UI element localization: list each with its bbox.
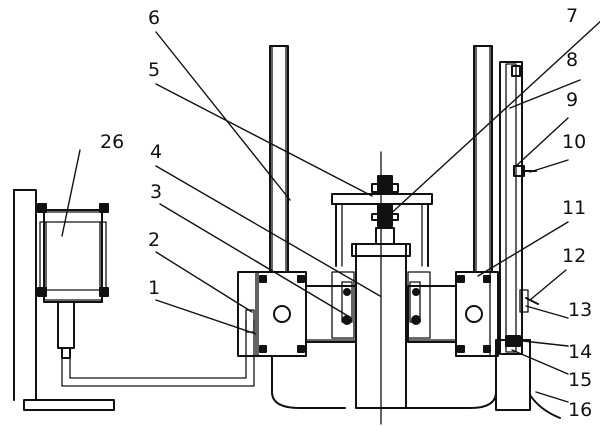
callout-14: 14 [568, 341, 592, 363]
callout-1: 1 [148, 277, 160, 299]
part-8-scale-post [499, 61, 523, 355]
callout-11: 11 [562, 197, 586, 219]
callout-3: 3 [150, 181, 162, 203]
part-12-knob [519, 289, 539, 313]
callout-9: 9 [566, 89, 578, 111]
hose [61, 319, 255, 387]
callout-labels: 6 5 4 3 2 1 26 7 8 9 10 11 12 13 14 15 1… [100, 5, 592, 421]
part-4-center-shaft [351, 151, 411, 425]
callout-12: 12 [562, 245, 586, 267]
callout-13: 13 [568, 299, 592, 321]
part-26-cylinder [37, 203, 109, 359]
leader-lines [61, 20, 600, 403]
callout-15: 15 [568, 369, 592, 391]
callout-4: 4 [150, 141, 162, 163]
part-16-base [271, 339, 561, 419]
callout-26: 26 [100, 131, 124, 153]
callout-7: 7 [566, 5, 578, 27]
callout-6: 6 [148, 7, 160, 29]
part-11-right-housing [455, 271, 499, 357]
callout-10: 10 [562, 131, 586, 153]
callout-5: 5 [148, 59, 160, 81]
callout-16: 16 [568, 399, 592, 421]
callout-2: 2 [148, 229, 160, 251]
left-stand [13, 189, 115, 411]
callout-8: 8 [566, 49, 578, 71]
